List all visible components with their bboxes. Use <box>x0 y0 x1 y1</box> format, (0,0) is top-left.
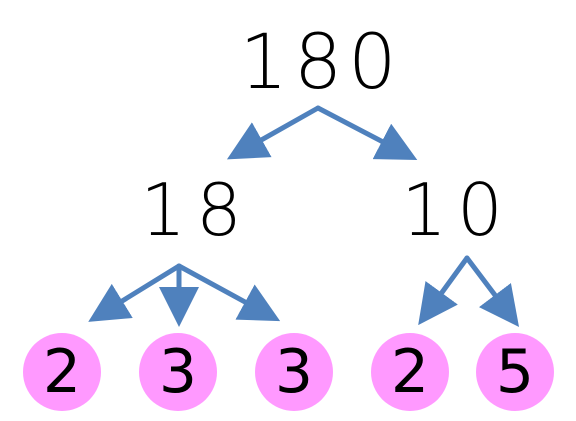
right-branch-number: 10 <box>401 168 513 252</box>
left-branch-number: 18 <box>140 168 252 252</box>
leaf-node: 3 <box>255 333 333 411</box>
leaf-number: 2 <box>42 337 82 407</box>
arrow-right-to-leaf-4 <box>418 255 470 326</box>
leaf-node: 3 <box>139 333 217 411</box>
root-number: 180 <box>239 17 403 106</box>
leaf-node: 2 <box>23 333 101 411</box>
leaf-number: 3 <box>274 337 314 407</box>
leaf-number: 5 <box>495 337 535 407</box>
leaf-number: 2 <box>390 337 430 407</box>
leaf-node: 2 <box>371 333 449 411</box>
leaf-node: 5 <box>476 333 554 411</box>
arrow-left-to-leaf-1 <box>88 263 182 322</box>
arrow-root-to-left <box>226 105 321 160</box>
leaf-number: 3 <box>158 337 198 407</box>
arrow-left-to-leaf-3 <box>176 263 281 322</box>
arrow-root-to-right <box>315 105 418 160</box>
arrow-right-to-leaf-5 <box>464 255 520 327</box>
